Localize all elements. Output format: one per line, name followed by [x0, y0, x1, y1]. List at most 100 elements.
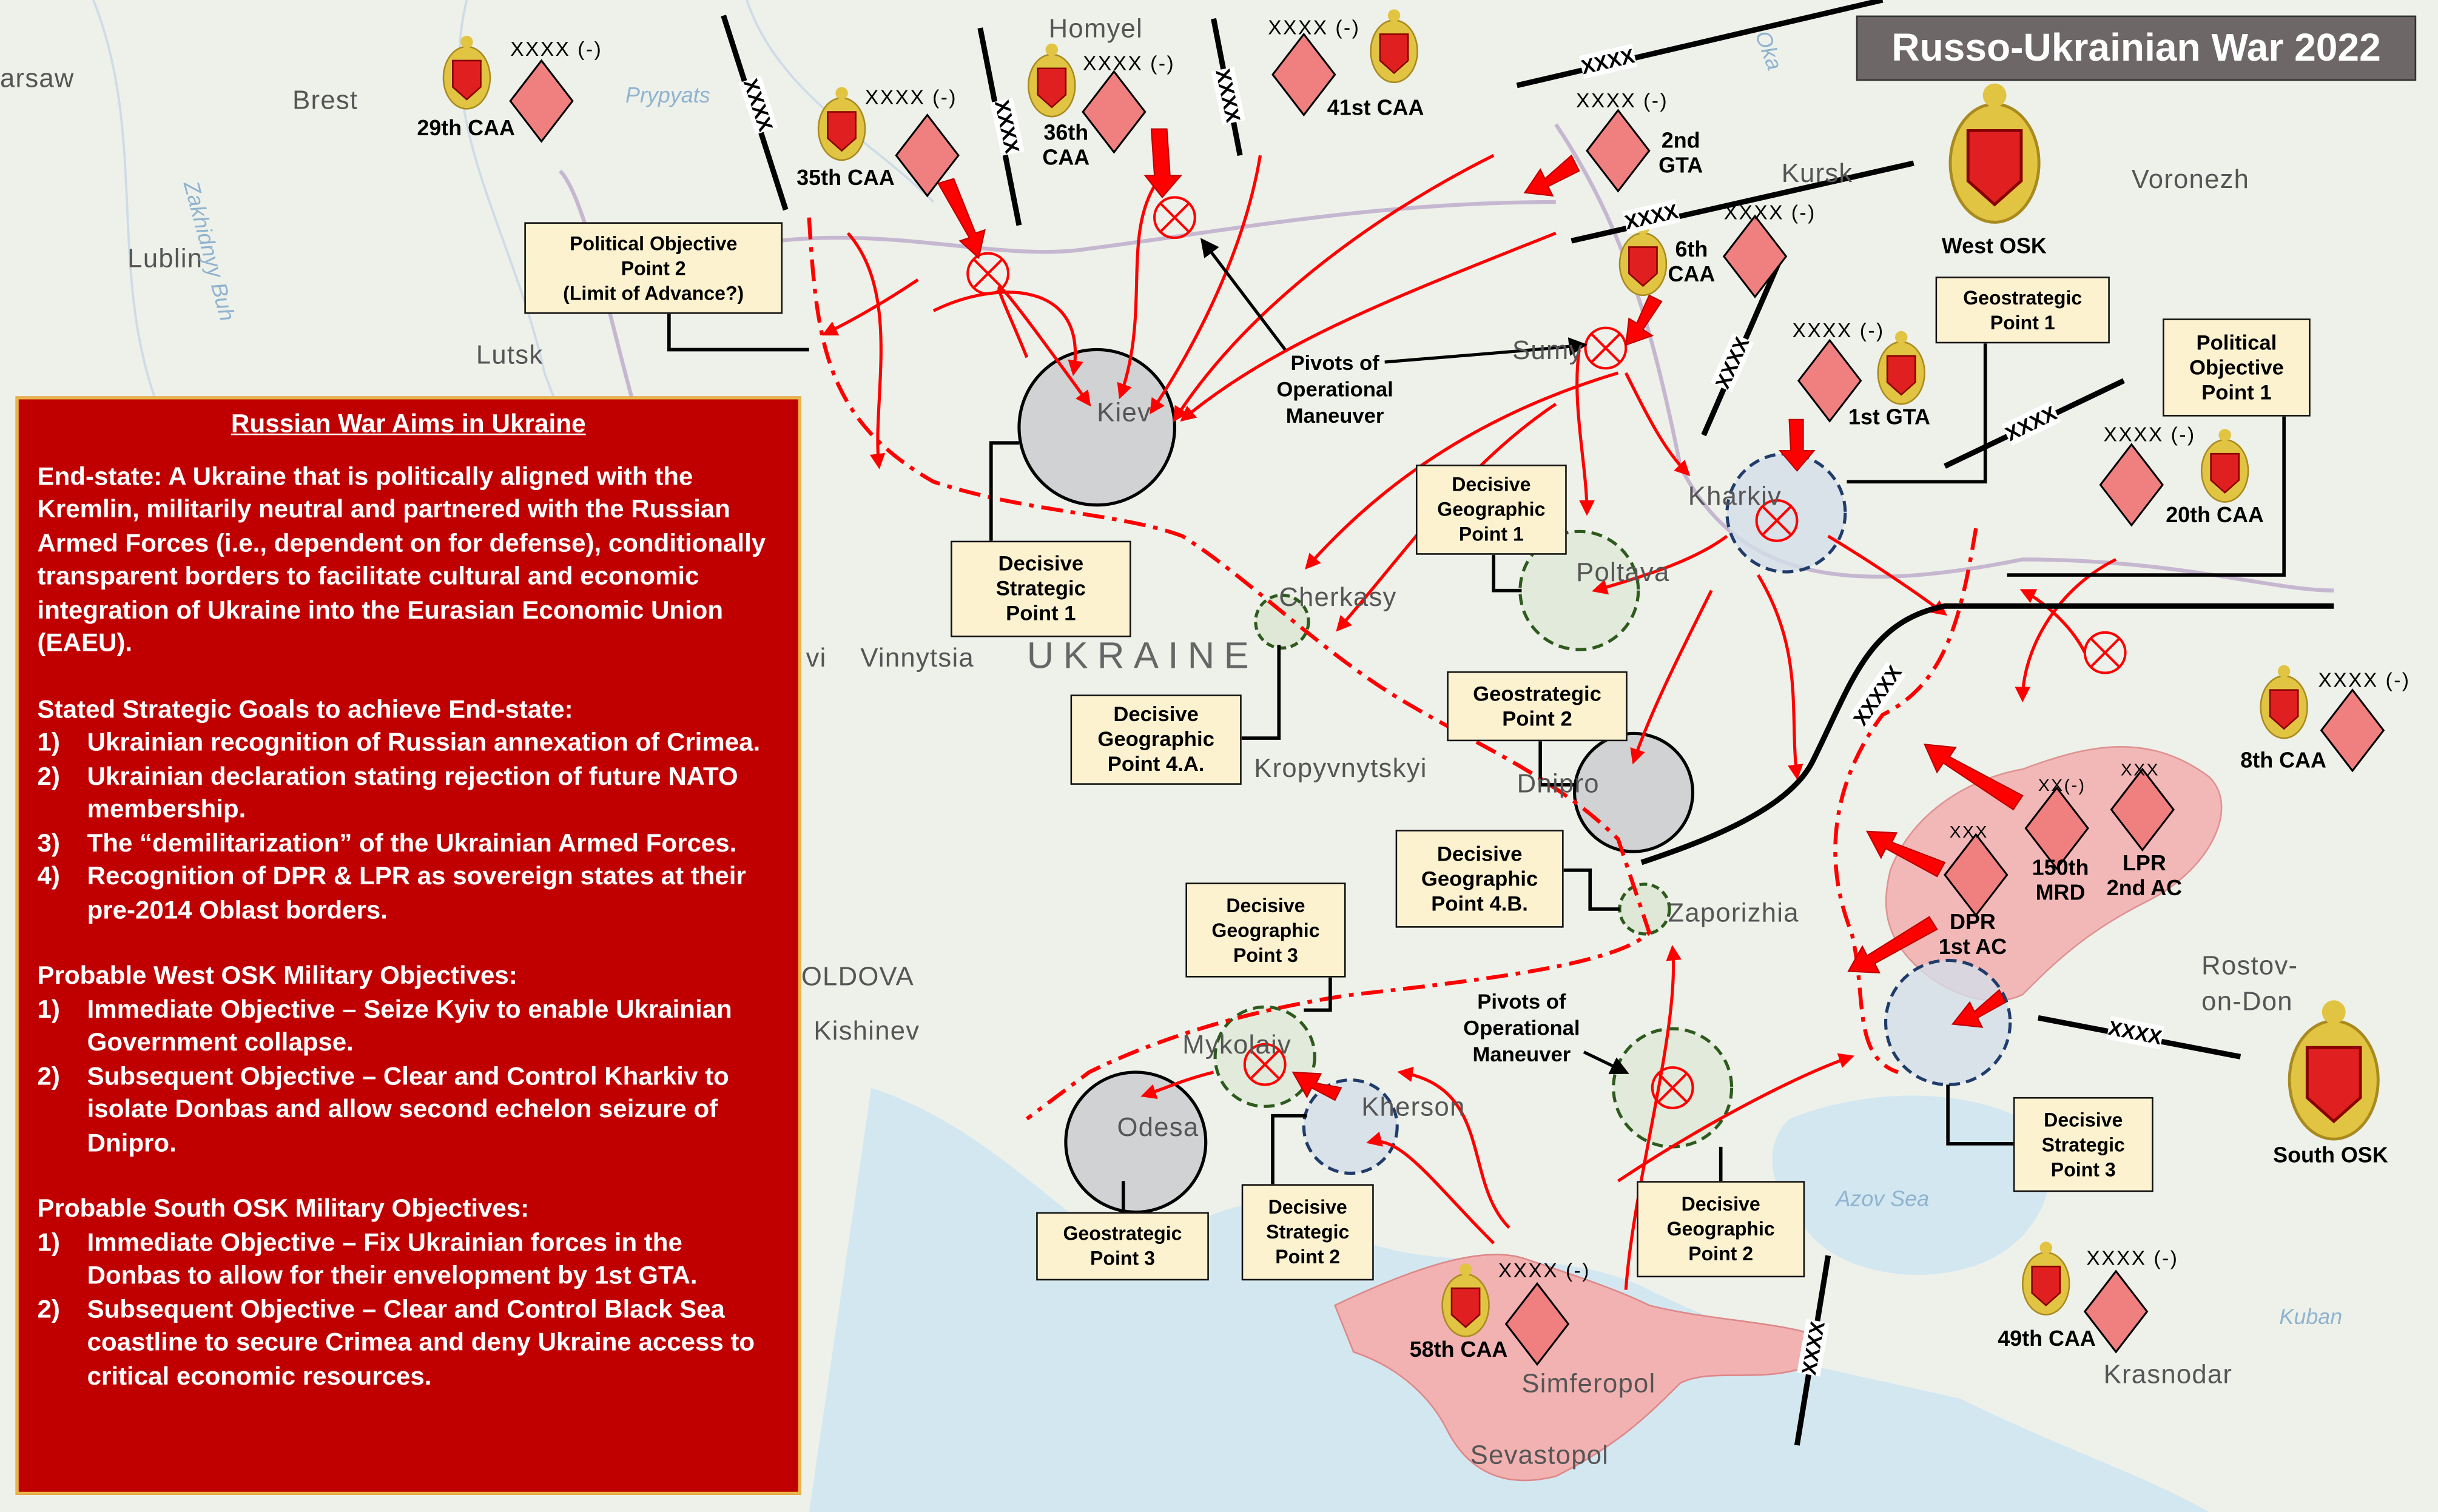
unit-36th-caa: 36th CAA [1042, 119, 1090, 170]
callout-decisive-geographic-4a: Decisive Geographic Point 4.A. [1070, 694, 1242, 785]
callout-political-objective-1: Political Objective Point 1 [2163, 318, 2311, 417]
callout-decisive-geographic-1: Decisive Geographic Point 1 [1415, 465, 1567, 555]
dnipro-objective [1573, 731, 1695, 853]
unit-35th-caa: 35th CAA [796, 164, 895, 190]
map-title: Russo-Ukrainian War 2022 [1856, 15, 2417, 81]
echelon-8th-caa: XXXX (-) [2318, 668, 2411, 692]
list-item: 1)Ukrainian recognition of Russian annex… [37, 728, 761, 757]
echelon-20th-caa: XXXX (-) [2103, 422, 2196, 446]
list-item: 2)Subsequent Objective – Clear and Contr… [37, 1062, 729, 1157]
place-lublin: Lublin [127, 244, 203, 274]
echelon-lpr-2nd-ac: XXX [2120, 761, 2160, 781]
place-rostov-1: Rostov- [2201, 952, 2298, 981]
azov-sea [1772, 1095, 2050, 1275]
place-kiev: Kiev [1097, 398, 1151, 427]
place-kishinev: Kishinev [813, 1016, 920, 1046]
unit-41st-caa: 41st CAA [1327, 95, 1424, 120]
west-osk-objectives-section: Probable West OSK Military Objectives: 1… [38, 960, 780, 1161]
place-mykolaiv: Mykolaiv [1182, 1030, 1291, 1060]
section-title: Probable South OSK Military Objectives: [37, 1195, 530, 1223]
echelon-150th-mrd: XX(-) [2038, 777, 2086, 796]
place-kropyvnytskyi: Kropyvnytskyi [1254, 754, 1427, 783]
callout-geostrategic-2: Geostrategic Point 2 [1447, 671, 1628, 742]
echelon-6th-caa: XXXX (-) [1723, 200, 1816, 224]
echelon-1st-gta: XXXX (-) [1792, 318, 1885, 342]
mykolaiv-objective [1213, 1005, 1316, 1108]
kyiv-objective [1017, 348, 1176, 507]
place-brest: Brest [292, 86, 358, 115]
war-aims-heading: Russian War Aims in Ukraine [231, 410, 586, 438]
south-osk-objectives-section: Probable South OSK Military Objectives: … [38, 1194, 780, 1394]
unit-2nd-gta: 2nd GTA [1658, 127, 1703, 178]
list-item: 1)Immediate Objective – Seize Kyiv to en… [37, 995, 732, 1057]
place-voronezh: Voronezh [2132, 165, 2249, 194]
mariupol-objective [1884, 958, 2012, 1086]
unit-150th-mrd: 150th MRD [2032, 855, 2089, 905]
callout-decisive-geographic-3: Decisive Geographic Point 3 [1185, 882, 1346, 978]
pivots-label-south: Pivots of Operational Maneuver [1463, 990, 1580, 1066]
place-warsaw: arsaw [0, 64, 75, 93]
callout-decisive-geographic-4b: Decisive Geographic Point 4.B. [1395, 830, 1564, 928]
callout-decisive-strategic-1: Decisive Strategic Point 1 [951, 540, 1131, 637]
unit-dpr-1st-ac: DPR 1st AC [1938, 909, 2007, 959]
place-vinnytsia: Vinnytsia [860, 643, 974, 673]
list-item: 2)Ukrainian declaration stating rejectio… [37, 762, 738, 824]
echelon-35th-caa: XXXX (-) [865, 85, 958, 109]
kherson-objective [1302, 1078, 1399, 1175]
advance-arrows [821, 153, 2117, 1290]
unit-6th-caa: 6th CAA [1668, 236, 1716, 286]
unit-49th-caa: 49th CAA [1998, 1325, 2096, 1351]
unit-29th-caa: 29th CAA [417, 115, 515, 140]
unit-8th-caa: 8th CAA [2240, 747, 2326, 773]
river-kuban: Kuban [2279, 1305, 2342, 1329]
place-sevastopol: Sevastopol [1470, 1441, 1609, 1470]
place-krasnodar: Krasnodar [2104, 1360, 2233, 1389]
cherkasy-objective [1254, 593, 1310, 650]
list-item: 4)Recognition of DPR & LPR as sovereign … [37, 862, 746, 924]
place-poltava: Poltava [1576, 558, 1669, 587]
callout-decisive-strategic-2: Decisive Strategic Point 2 [1241, 1184, 1374, 1281]
place-dnipro: Dnipro [1517, 770, 1600, 799]
callout-decisive-geographic-2: Decisive Geographic Point 2 [1637, 1181, 1805, 1278]
list-item: 2)Subsequent Objective – Clear and Contr… [37, 1295, 755, 1390]
place-zaporizhia: Zaporizhia [1668, 898, 1799, 927]
place-kherson: Kherson [1361, 1093, 1465, 1122]
odesa-objective [1064, 1070, 1208, 1214]
list-item: 1)Immediate Objective – Fix Ukrainian fo… [37, 1228, 698, 1290]
callout-geostrategic-1: Geostrategic Point 1 [1935, 277, 2110, 344]
section-title: Stated Strategic Goals to achieve End-st… [37, 695, 573, 724]
pivots-label-north: Pivots of Operational Maneuver [1276, 351, 1393, 428]
limit-of-advance-line [807, 217, 1652, 1121]
echelon-58th-caa: XXXX (-) [1498, 1258, 1591, 1282]
place-homyel: Homyel [1049, 15, 1143, 44]
place-odesa: Odesa [1117, 1113, 1199, 1142]
section-title: Probable West OSK Military Objectives: [37, 962, 517, 990]
end-state-text: End-state: A Ukraine that is politically… [37, 462, 766, 657]
place-sumy: Sumy [1512, 336, 1583, 365]
place-ukraine: UKRAINE [1027, 635, 1258, 677]
echelon-49th-caa: XXXX (-) [2086, 1246, 2179, 1270]
callout-geostrategic-3: Geostrategic Point 3 [1036, 1212, 1209, 1281]
place-kharkiv: Kharkiv [1688, 482, 1782, 511]
callout-political-objective-2: Political Objective Point 2 (Limit of Ad… [524, 222, 783, 314]
war-aims-panel: Russian War Aims in Ukraine End-state: A… [15, 396, 801, 1495]
echelon-36th-caa: XXXX (-) [1083, 51, 1176, 75]
place-lutsk: Lutsk [476, 341, 544, 370]
place-cherkasy: Cherkasy [1279, 583, 1396, 612]
place-moldova: OLDOVA [801, 962, 914, 991]
command-west-osk: West OSK [1941, 233, 2047, 258]
main-attack-arrows [937, 128, 2024, 1101]
place-vi: vi [806, 643, 827, 673]
unit-1st-gta: 1st GTA [1848, 404, 1930, 429]
echelon-41st-caa: XXXX (-) [1268, 15, 1361, 39]
place-simferopol: Simferopol [1521, 1369, 1655, 1399]
poltava-objective [1518, 529, 1640, 651]
echelon-29th-caa: XXXX (-) [510, 37, 603, 61]
unit-lpr-2nd-ac: LPR 2nd AC [2106, 850, 2183, 900]
echelon-2nd-gta: XXXX (-) [1576, 89, 1669, 112]
place-labels: arsaw Brest Lublin Lutsk Homyel Kursk Vo… [0, 15, 2342, 1470]
army-boundaries [721, 0, 2334, 1446]
command-south-osk: South OSK [2273, 1142, 2388, 1168]
river-prypyats: Prypyats [625, 83, 710, 107]
place-kursk: Kursk [1782, 159, 1853, 188]
